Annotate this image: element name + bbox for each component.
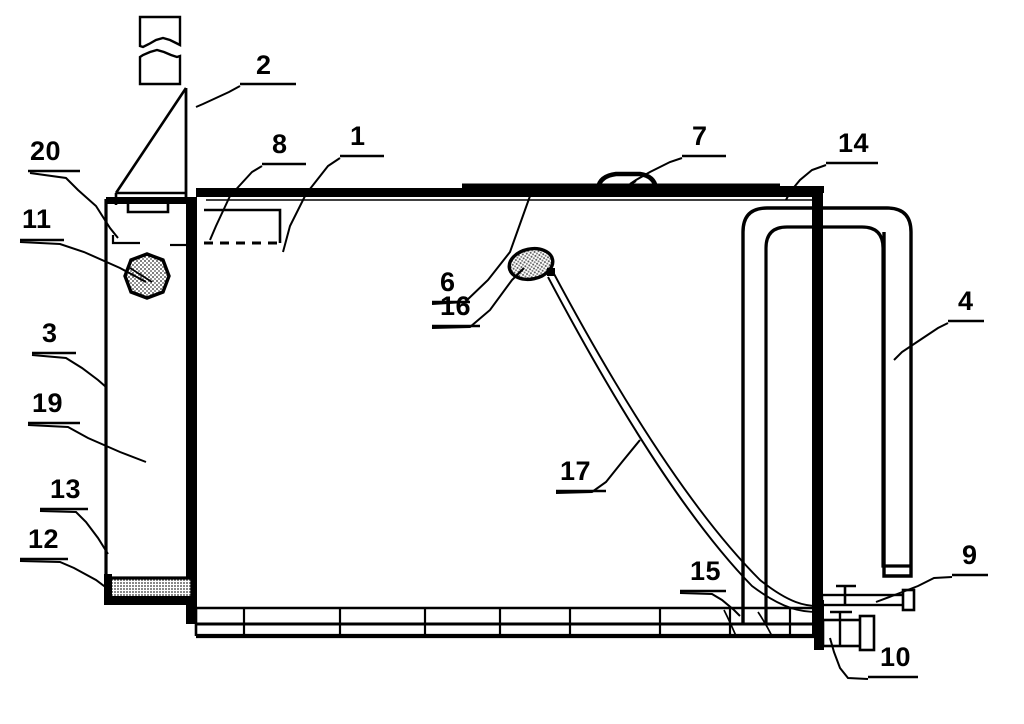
reference-numeral-20: 20	[28, 136, 119, 239]
numeral-label-13: 13	[50, 474, 81, 504]
leader-line-7	[629, 157, 683, 185]
leader-line-9	[875, 576, 953, 603]
numeral-label-14: 14	[838, 128, 869, 158]
main-vessel-body	[186, 183, 823, 634]
damper-box	[204, 208, 282, 245]
leader-line-14	[785, 164, 827, 201]
hatched-disc-port	[123, 252, 171, 300]
reference-numeral-9: 9	[875, 540, 988, 603]
numeral-label-10: 10	[880, 642, 911, 672]
numeral-label-17: 17	[560, 456, 591, 486]
reference-numeral-10: 10	[829, 637, 918, 680]
reference-numeral-3: 3	[31, 318, 107, 388]
upper-sloped-duct	[114, 87, 188, 205]
numeral-label-20: 20	[30, 136, 61, 166]
reference-numeral-13: 13	[39, 474, 109, 555]
numeral-label-7: 7	[692, 121, 708, 151]
leader-line-17	[555, 439, 641, 494]
leader-line-10	[829, 637, 869, 680]
outlet-valve	[820, 584, 916, 612]
leader-line-13	[39, 510, 109, 555]
leader-line-8	[209, 165, 263, 241]
leader-line-15	[679, 592, 741, 617]
reference-numeral-19: 19	[27, 388, 147, 463]
bottom-manifold	[194, 606, 824, 639]
reference-numeral-7: 7	[629, 121, 726, 185]
leader-line-1	[282, 157, 341, 253]
leader-line-16	[431, 267, 525, 329]
reference-numeral-14: 14	[785, 128, 878, 201]
numeral-label-2: 2	[256, 50, 272, 80]
hatched-base-block	[104, 574, 196, 605]
leader-line-3	[31, 354, 107, 388]
inclined-rod	[547, 268, 819, 613]
reference-numeral-11: 11	[19, 204, 147, 283]
reference-numeral-6: 6	[431, 195, 531, 305]
leader-line-11	[19, 241, 147, 283]
leader-line-4	[893, 322, 949, 361]
chimney-break-symbol	[138, 15, 182, 86]
leader-line-2	[195, 85, 241, 108]
numeral-label-9: 9	[962, 540, 978, 570]
reference-numeral-8: 8	[209, 129, 306, 241]
numeral-label-6: 6	[440, 267, 456, 297]
reference-numeral-2: 2	[195, 50, 296, 108]
numeral-label-11: 11	[22, 204, 52, 234]
leader-line-12	[19, 560, 113, 593]
numeral-label-3: 3	[42, 318, 58, 348]
numeral-label-12: 12	[28, 524, 59, 554]
numeral-label-19: 19	[32, 388, 63, 418]
lower-fitting	[814, 600, 876, 652]
reference-numeral-17: 17	[555, 439, 641, 494]
numeral-label-16: 16	[440, 291, 471, 321]
numeral-label-4: 4	[958, 286, 974, 316]
numeral-label-8: 8	[272, 129, 288, 159]
leader-line-19	[27, 424, 147, 463]
reference-numeral-1: 1	[282, 121, 384, 253]
leader-line-20	[29, 172, 119, 239]
reference-numeral-12: 12	[19, 524, 113, 593]
reference-numeral-4: 4	[893, 286, 984, 361]
reference-numeral-16: 16	[431, 267, 525, 329]
numeral-label-1: 1	[350, 121, 366, 151]
numeral-label-15: 15	[690, 556, 721, 586]
reference-numeral-15: 15	[679, 556, 741, 617]
u-shaped-tube	[736, 186, 913, 624]
